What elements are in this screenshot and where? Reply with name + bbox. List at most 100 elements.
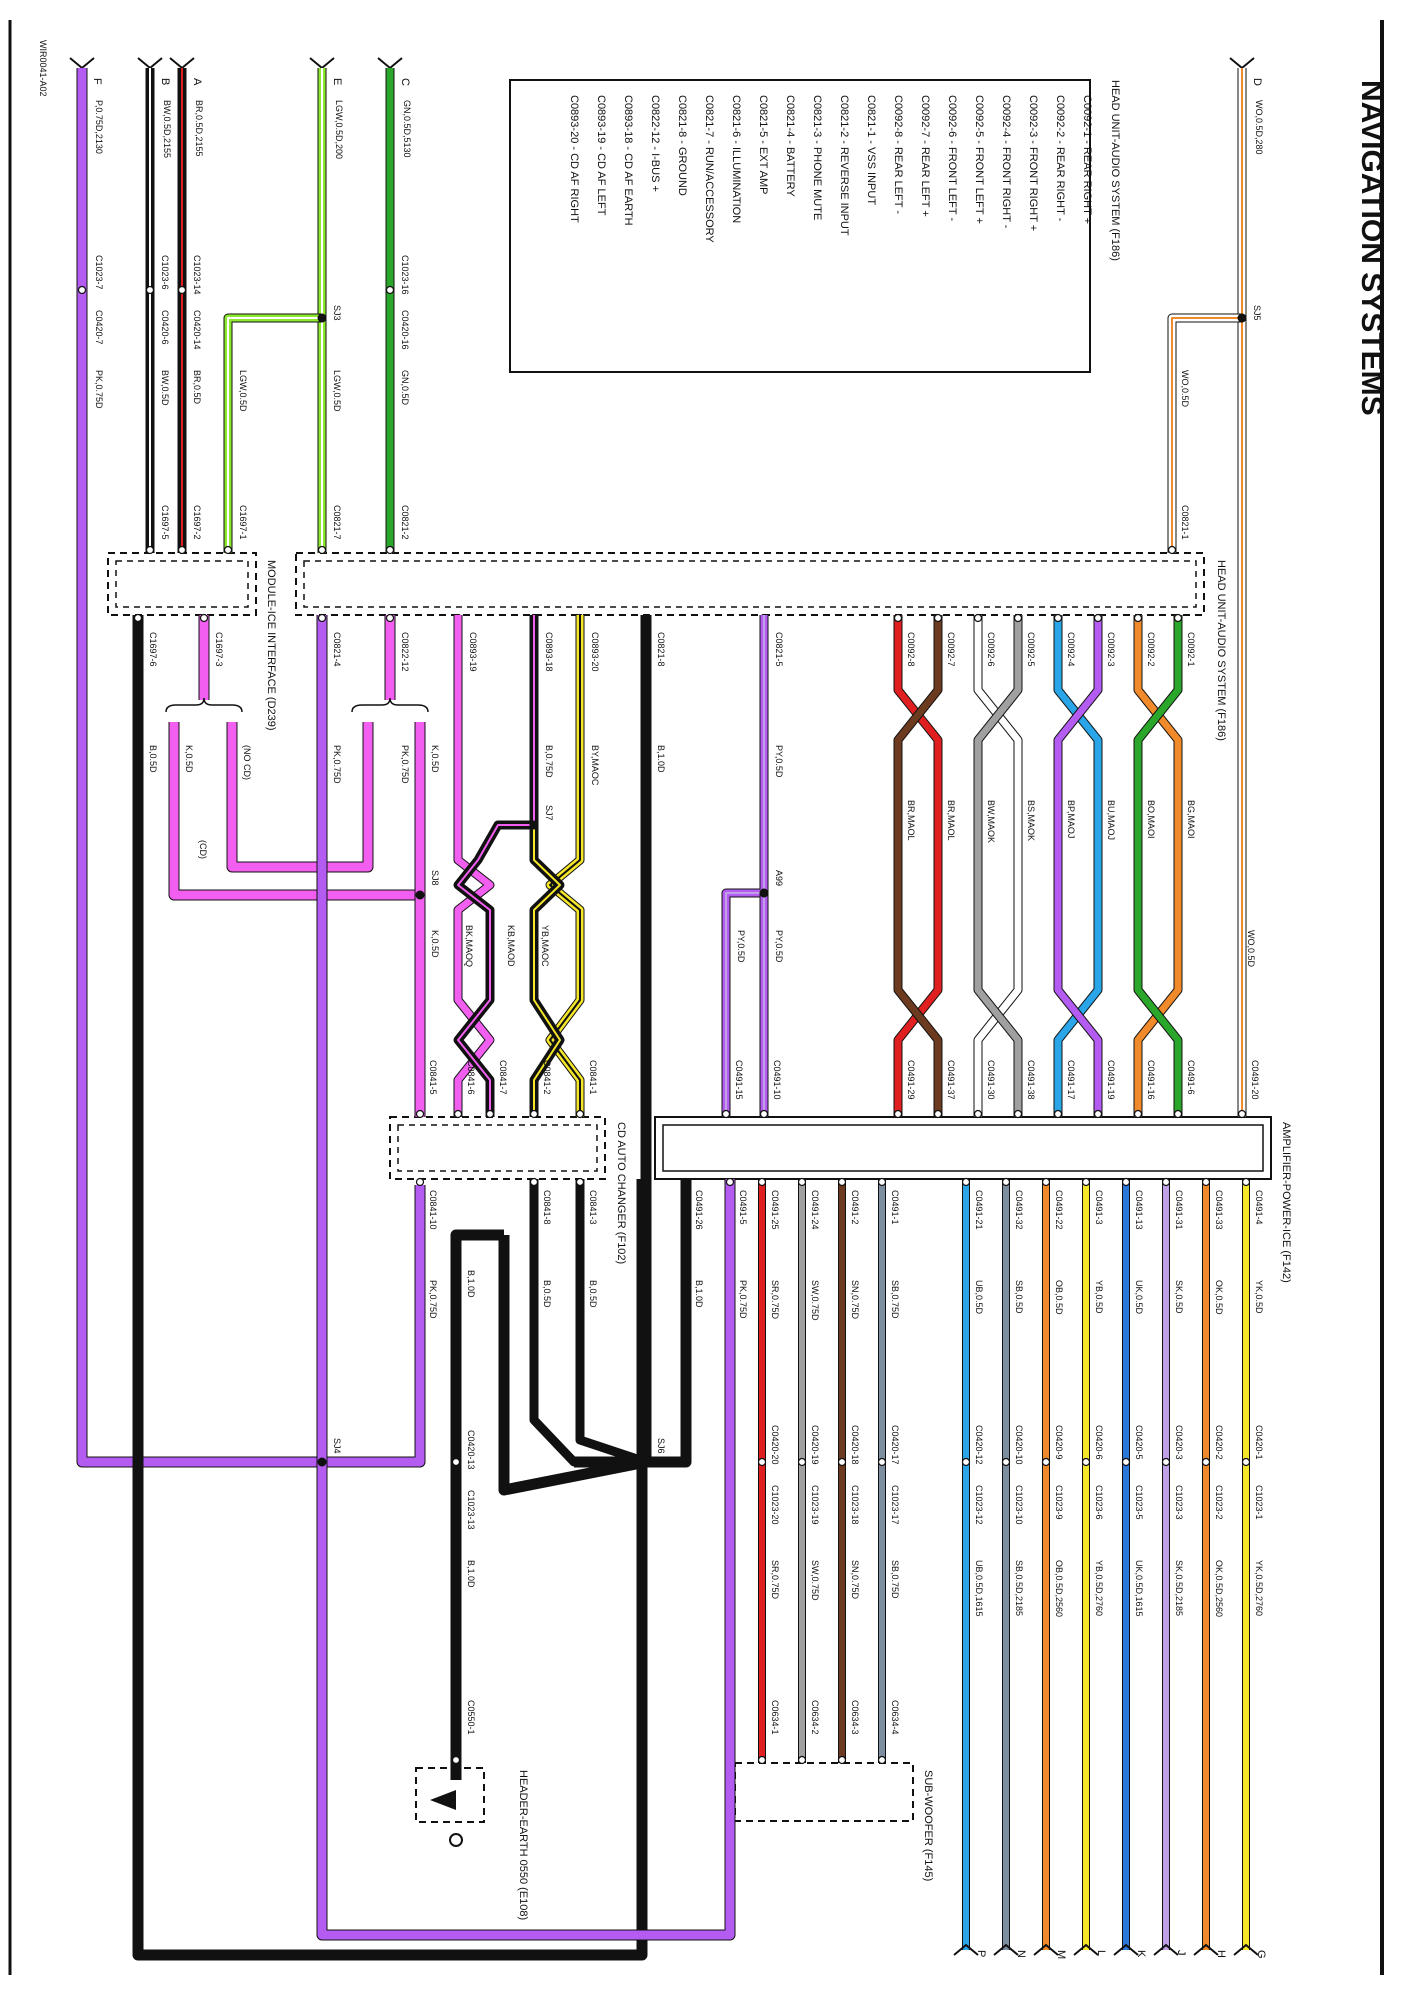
wire-spec: BY,MAOC [590,745,600,786]
legend-title: HEAD UNIT-AUDIO SYSTEM (F186) [1109,80,1121,261]
amp-ground-wire [646,1179,691,1467]
wire-letter: K [1135,1950,1147,1958]
splice-dot [529,820,539,830]
connector-pin [893,613,903,623]
connector-pin [133,613,143,623]
connector-pin [1241,1177,1251,1187]
module-nocd-wire [227,722,373,872]
connector-pin [1081,1177,1091,1187]
connector-label: C0821-5 [774,632,784,667]
connector-label: C0420-5 [1134,1425,1144,1460]
wire-spec: B,1.0D [466,1270,476,1298]
connector-label: C0420-3 [1174,1425,1184,1460]
legend-item: C0821-7 - RUN/ACCESSORY [703,95,715,243]
wire-letter: J [1175,1950,1187,1956]
wire-spec: PK,0.75D [332,745,342,784]
splice-label: SJ3 [332,305,342,321]
connector-pin [797,1755,807,1765]
legend-item: C0092-6 - FRONT LEFT - [946,95,958,221]
wire-spec: BR,0.5D,2155 [194,100,204,157]
connector-label: C1023-5 [1134,1485,1144,1520]
connector-label: C0420-19 [810,1425,820,1465]
wire-spec: GN,0.5D [400,370,410,406]
wire-spec: UB,0.5D,1615 [974,1560,984,1617]
connector-pin [797,1177,807,1187]
wire-d-branch-stripe [1171,317,1242,553]
connector-pin [575,1109,585,1119]
amplifier-box [654,1116,1272,1180]
amplifier-label: AMPLIFIER-POWER-ICE (F142) [1280,1122,1292,1283]
wire-spec: SW,0.75D [810,1560,820,1601]
cd-label: (CD) [198,840,208,859]
cd-changer-box [389,1116,606,1180]
speaker-wire-a [1054,615,1102,1117]
connector-pin [415,1177,425,1187]
wire-spec: LGW,0.5D [238,370,248,412]
connector-label: C0841-3 [588,1190,598,1225]
connector-pin [877,1755,887,1765]
connector-label: C1023-2 [1214,1485,1224,1520]
wire-spec: K,0.5D [184,745,194,773]
cd-earth-wire-stripe [457,615,535,1117]
wire-spec: OK,0.5D [1214,1280,1224,1315]
connector-label: C1023-20 [770,1485,780,1525]
module-ice-inner [115,560,249,608]
earth-label: HEADER-EARTH 0550 (E108) [517,1770,529,1920]
connector-label: C0841-10 [428,1190,438,1230]
wire-spec: PK,0.75D [400,745,410,784]
connector-pin [933,613,943,623]
connector-label: C0634-1 [770,1700,780,1735]
splice-label: SJ5 [1252,305,1262,321]
wire-spec: YB,0.5D [1094,1280,1104,1314]
wire-spec: UK,0.5D [1134,1280,1144,1315]
wire-spec: SK,0.5D [1174,1280,1184,1314]
hu-ground-wire [574,615,651,1467]
connector-label: C0491-16 [1146,1060,1156,1100]
connector-pin [529,1177,539,1187]
wire-spec: PY,0.5D [736,930,746,963]
connector-label: C0491-15 [734,1060,744,1100]
module-ground-black-outline [132,615,648,1961]
connector-pin [451,1457,461,1467]
wire-spec: WO,0.5D [1180,370,1190,408]
cd-changer-inner [397,1124,598,1172]
connector-pin [877,1457,887,1467]
connector-label: C0491-2 [850,1190,860,1225]
legend-item: C0893-20 - CD AF RIGHT [568,95,580,223]
wire-letter: L [1095,1950,1107,1956]
connector-label: C1023-18 [850,1485,860,1525]
wire-spec: LGW,0.5D [332,370,342,412]
splice-dot [317,1457,327,1467]
connector-label: C0841-5 [428,1060,438,1095]
connector-label: C0420-6 [160,310,170,345]
connector-label: C0420-2 [1214,1425,1224,1460]
earth-bridge [499,1235,647,1495]
connector-label: C0092-4 [1066,632,1076,667]
wire-spec: OB,0.5D [1054,1280,1064,1315]
splice-label: A99 [774,870,784,886]
module-ice-box [107,552,257,616]
connector-pin [453,1109,463,1119]
connector-pin [757,1755,767,1765]
wire-arrow [1033,1943,1059,1956]
wire-spec: PY,0.5D [774,930,784,963]
wire-spec: WO,0.5D [1246,930,1256,968]
connector-label: C0491-29 [906,1060,916,1100]
connector-pin [1167,545,1177,555]
connector-pin [757,1457,767,1467]
wire-spec: B,1.0D [694,1280,704,1308]
subwoofer-label: SUB-WOOFER (F145) [922,1770,934,1881]
connector-pin [757,1177,767,1187]
connector-pin [1093,1109,1103,1119]
ext-amp-wire-stripe [725,615,765,1117]
connector-pin [1173,1109,1183,1119]
wire-spec: SR,0.75D [770,1560,780,1600]
wire-letter: B [159,78,171,85]
wire-letter: D [1251,78,1263,86]
connector-pin [759,1109,769,1119]
connector-label: C0821-2 [400,505,410,540]
wire-arrow [1229,57,1255,70]
connector-label: C1023-6 [160,255,170,290]
wire-spec: BR,MAOL [906,800,916,841]
connector-label: C0420-10 [1014,1425,1024,1465]
